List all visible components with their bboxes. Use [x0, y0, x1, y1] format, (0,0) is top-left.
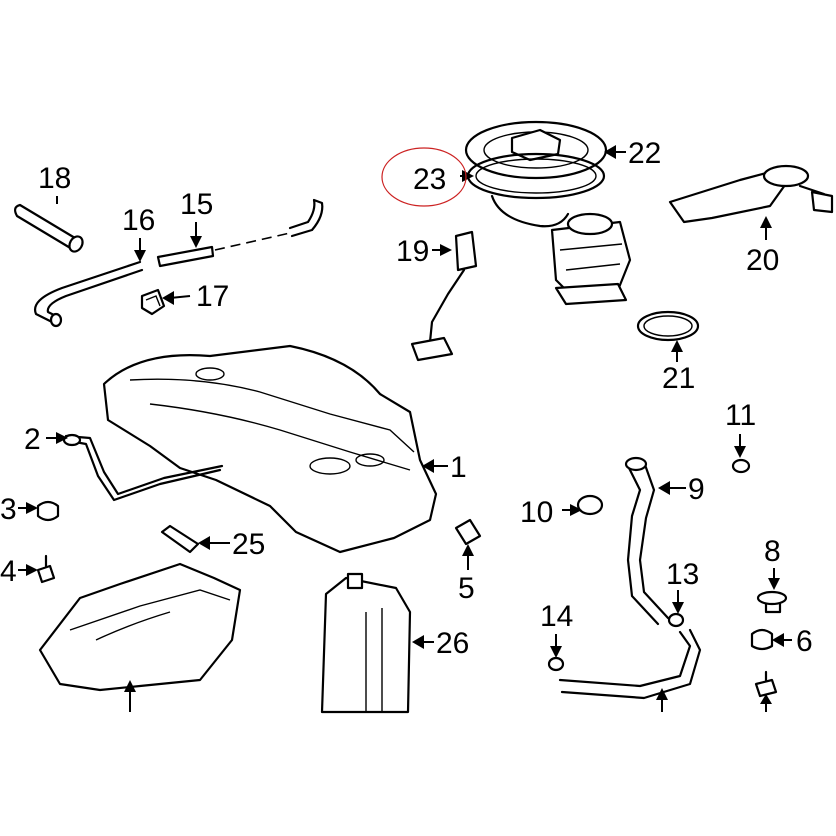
part-10-grommet[interactable]	[576, 494, 604, 516]
part-26-canister[interactable]	[320, 572, 412, 714]
part-1-fuel-tank[interactable]	[102, 344, 438, 554]
fuel-pump-module[interactable]	[490, 194, 632, 306]
vent-hose[interactable]	[558, 628, 702, 700]
part-25-pad[interactable]	[160, 524, 200, 554]
part-21-o-ring[interactable]	[636, 310, 700, 342]
callout-11[interactable]: 11	[725, 399, 756, 432]
part-17-clip[interactable]	[140, 288, 166, 316]
callout-22[interactable]: 22	[628, 137, 661, 170]
part-6-bushing[interactable]	[750, 628, 774, 651]
highlight-ring-23	[381, 147, 467, 207]
callout-10[interactable]: 10	[520, 496, 553, 529]
leader-lines	[18, 145, 792, 712]
callout-6[interactable]: 6	[796, 625, 813, 658]
callout-14[interactable]: 14	[540, 600, 573, 633]
callout-13[interactable]: 13	[666, 558, 699, 591]
part-18-hose[interactable]	[13, 203, 85, 254]
callout-3[interactable]: 3	[0, 493, 17, 526]
part-4-bolt[interactable]	[36, 554, 56, 584]
part-14-clamp[interactable]	[547, 656, 565, 672]
callout-26[interactable]: 26	[436, 627, 469, 660]
part-22-lock-ring[interactable]	[464, 120, 608, 180]
part-15-pipe[interactable]	[156, 198, 324, 268]
callout-16[interactable]: 16	[122, 204, 155, 237]
part-7-bolt[interactable]	[754, 670, 778, 698]
part-20-bracket[interactable]	[668, 164, 834, 224]
callout-21[interactable]: 21	[662, 362, 695, 395]
callout-4[interactable]: 4	[0, 555, 17, 588]
callout-9[interactable]: 9	[688, 473, 705, 506]
callout-15[interactable]: 15	[180, 188, 213, 221]
bottom-margin	[0, 714, 836, 836]
part-8-mount[interactable]	[756, 590, 788, 614]
callout-25[interactable]: 25	[232, 528, 265, 561]
callout-1[interactable]: 1	[450, 451, 467, 484]
part-9-filler-neck[interactable]	[624, 456, 670, 626]
callout-20[interactable]: 20	[746, 244, 779, 277]
part-13-clamp[interactable]	[667, 612, 685, 628]
callout-5[interactable]: 5	[458, 572, 475, 605]
part-2-strap[interactable]	[62, 433, 224, 502]
part-24-heat-shield[interactable]	[38, 562, 242, 692]
callout-labels: 18 16 15 17 19 22 23 20 21 1 2 3 4 25 5 …	[0, 137, 813, 660]
callout-19[interactable]: 19	[396, 235, 429, 268]
part-11-washer[interactable]	[731, 458, 751, 474]
part-19-level-sender[interactable]	[410, 230, 478, 362]
part-3-bushing[interactable]	[36, 500, 60, 522]
part-16-tube[interactable]	[33, 260, 144, 328]
callout-8[interactable]: 8	[764, 535, 781, 568]
part-5-clip[interactable]	[454, 518, 482, 546]
callout-18[interactable]: 18	[38, 162, 71, 195]
callout-2[interactable]: 2	[24, 423, 41, 456]
callout-23[interactable]: 23	[413, 163, 446, 196]
callout-17[interactable]: 17	[196, 280, 229, 313]
